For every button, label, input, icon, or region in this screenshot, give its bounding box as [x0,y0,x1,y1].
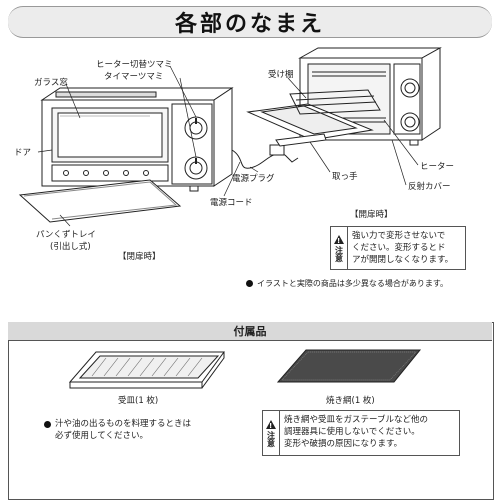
caption-open: 【開扉時】 [350,210,393,220]
label-door: ドア [14,148,32,158]
caution-line: 調理器具に使用しないでください。 [284,427,420,437]
illustration-note: イラストと実際の商品は多少異なる場合があります。 [246,278,448,289]
caution-line: 変形や破損の原因になります。 [284,439,403,449]
tray-label: 受皿(1 枚) [118,396,159,406]
warning-triangle-icon [334,234,344,247]
bullet-icon [44,420,51,428]
caution-line: 強い力で変形させないで [352,231,446,241]
caution-side-label: 注意 [266,430,276,447]
caution-side: 注意 [263,411,280,455]
caution-text: 焼き網や受皿をガステーブルなど他の 調理器具に使用しないでください。 変形や破損… [280,411,432,455]
section-title-bar: 各部のなまえ [8,6,492,38]
warning-triangle-icon [266,419,276,432]
caution-side-label: 注意 [334,245,344,262]
caution-text: 強い力で変形させないで ください。変形するとド アが開閉しなくなります。 [348,227,457,269]
label-reflector-cover: 反射カバー [408,182,451,192]
label-glass-window: ガラス窓 [34,78,68,88]
page-title: 各部のなまえ [174,12,325,37]
label-heater: ヒーター [420,162,455,172]
tray-illustration [68,351,225,389]
label-power-plug: 電源プラグ [232,174,275,184]
caution-line: ください。変形するとド [352,243,446,253]
label-rack: 受け棚 [268,70,294,80]
caution-line: アが開閉しなくなります。 [352,255,454,265]
caption-closed: 【閉扉時】 [118,252,161,262]
tray-note-line: 汁や油の出るものを料理するときは [55,419,192,429]
label-handle: 取っ手 [332,172,358,182]
label-heater-knob: ヒーター切替ツマミ [96,60,173,70]
caution-box-door: 注意 強い力で変形させないで ください。変形するとド アが開閉しなくなります。 [330,226,466,270]
accessories-title: 付属品 [233,325,267,338]
label-timer-knob: タイマーツマミ [104,72,164,82]
open-oven-illustration [246,47,442,147]
caution-side: 注意 [331,227,348,269]
illustration-note-text: イラストと実際の商品は多少異なる場合があります。 [257,279,449,288]
grill-net-illustration [276,349,422,383]
caution-line: 焼き網や受皿をガステーブルなど他の [284,415,428,425]
label-crumb-tray: パンくずトレイ [36,230,96,240]
label-crumb-tray-note: (引出し式) [50,242,91,252]
tray-usage-note: 汁や油の出るものを料理するときは 必ず使用してください。 [44,418,191,442]
net-label: 焼き網(1 枚) [326,396,375,406]
label-power-cord: 電源コード [210,198,253,208]
tray-note-line: 必ず使用してください。 [55,431,148,441]
accessories-header: 付属品 [8,322,492,341]
bullet-icon [246,280,253,287]
caution-box-accessories: 注意 焼き網や受皿をガステーブルなど他の 調理器具に使用しないでください。 変形… [262,410,460,456]
closed-oven-illustration [18,87,299,223]
